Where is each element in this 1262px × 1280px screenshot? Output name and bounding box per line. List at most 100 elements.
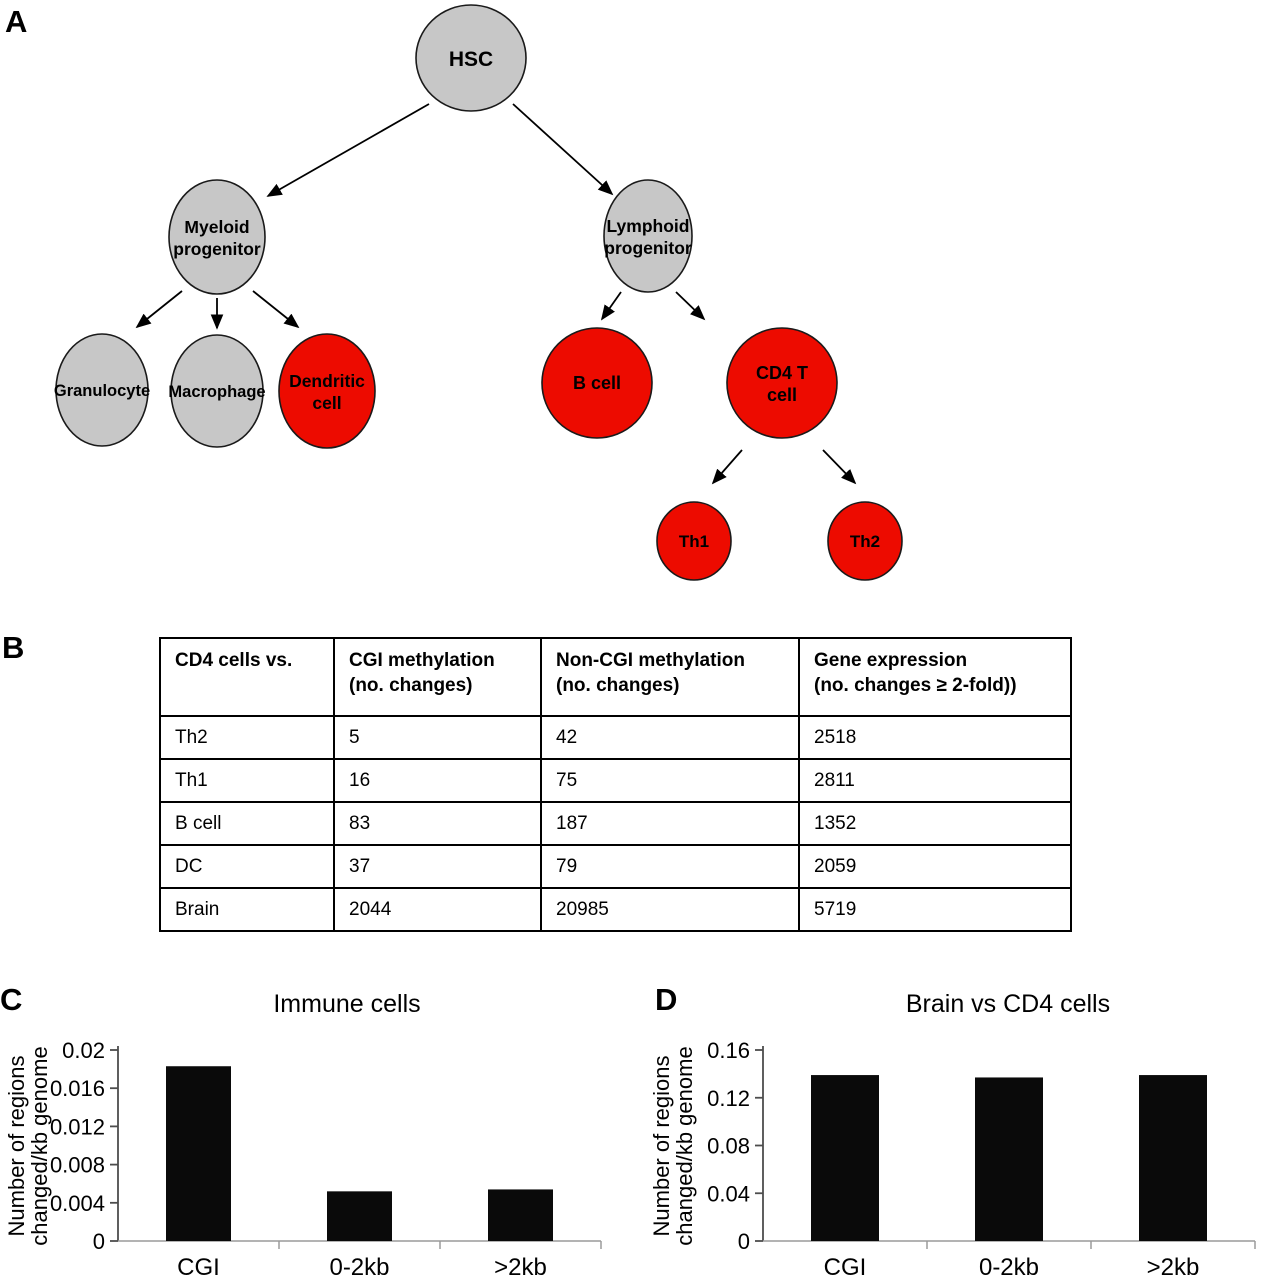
- table-cell: 2059: [798, 844, 1072, 889]
- x-tick-label: >2kb: [1147, 1254, 1200, 1280]
- row-label: B cell: [159, 801, 335, 846]
- panel-b-label: B: [2, 630, 25, 665]
- y-tick-label: 0.016: [50, 1076, 105, 1101]
- panel-d-label: D: [655, 982, 678, 1017]
- table-cell: 83: [333, 801, 542, 846]
- node-th2-label: Th2: [850, 532, 880, 551]
- node-lymphoid-label-line1: Lymphoid: [607, 216, 690, 236]
- node-dendritic-cell: Dendritic cell: [278, 333, 376, 449]
- column-header: Gene expression (no. changes ≥ 2-fold)): [798, 637, 1072, 717]
- table-row: Brain 2044 20985 5719: [159, 887, 1072, 932]
- node-th1: Th1: [656, 501, 732, 581]
- table-cell: 37: [333, 844, 542, 889]
- node-macrophage-label: Macrophage: [168, 383, 265, 401]
- table-cell: 16: [333, 758, 542, 803]
- y-tick-label: 0: [738, 1229, 750, 1254]
- table-row: B cell 83 187 1352: [159, 801, 1072, 846]
- node-th1-label: Th1: [679, 532, 709, 551]
- header-line: CGI methylation: [349, 650, 495, 671]
- node-lymphoid-progenitor: Lymphoid progenitor: [603, 179, 693, 293]
- row-label: Th2: [159, 715, 335, 760]
- table-cell: 2518: [798, 715, 1072, 760]
- table-cell: 5: [333, 715, 542, 760]
- arrow-cd4-th1: [711, 449, 743, 485]
- arrow-myeloid-granulocyte: [135, 290, 183, 329]
- table-cell: 5719: [798, 887, 1072, 932]
- column-header: Non-CGI methylation(no. changes): [540, 637, 800, 717]
- header-line: CD4 cells vs.: [175, 650, 293, 671]
- table-cell: 1352: [798, 801, 1072, 846]
- node-cd4-label-line1: CD4 T: [756, 363, 808, 383]
- arrow-hsc-myeloid: [266, 103, 430, 197]
- bar-0-2kb: [327, 1191, 392, 1241]
- y-tick-label: 0.08: [707, 1134, 750, 1159]
- table-header-row: CD4 cells vs. CGI methylation (no. change…: [159, 637, 1072, 717]
- table-cell: 187: [540, 801, 800, 846]
- x-tick-label: 0-2kb: [979, 1254, 1039, 1280]
- table-cell: 2811: [798, 758, 1072, 803]
- table-cell: 75: [540, 758, 800, 803]
- y-tick-label: 0.004: [50, 1191, 105, 1216]
- chart-title: Brain vs CD4 cells: [906, 990, 1110, 1018]
- header-line: Non-CGI methylation: [556, 650, 745, 671]
- x-tick-label: >2kb: [494, 1254, 547, 1280]
- panel-a-label: A: [5, 4, 28, 39]
- y-tick-label: 0.02: [62, 1038, 105, 1063]
- y-tick-label: 0.04: [707, 1181, 750, 1206]
- node-cd4-label-line2: cell: [767, 385, 797, 405]
- chart-y-axis-label: Number of regionschanged/kb genome: [4, 1046, 52, 1245]
- node-granulocyte: Granulocyte: [54, 333, 150, 447]
- lineage-diagram: HSC Myeloid progenitor Lymphoid progenit…: [54, 4, 903, 581]
- node-b-cell-label: B cell: [573, 373, 621, 393]
- x-tick-label: CGI: [177, 1254, 220, 1280]
- row-label: Brain: [159, 887, 335, 932]
- header-line: (no. changes): [349, 675, 473, 696]
- x-tick-label: 0-2kb: [329, 1254, 389, 1280]
- node-b-cell: B cell: [541, 327, 653, 439]
- x-tick-label: CGI: [824, 1254, 867, 1280]
- node-granulocyte-label: Granulocyte: [54, 382, 150, 400]
- header-line: (no. changes ≥ 2-fold)): [814, 675, 1017, 696]
- node-hsc: HSC: [415, 4, 527, 112]
- bar-0-2kb: [975, 1077, 1043, 1241]
- node-myeloid-progenitor: Myeloid progenitor: [168, 179, 266, 295]
- bar->2kb: [488, 1189, 553, 1241]
- table-cell: 2044: [333, 887, 542, 932]
- y-tick-label: 0.16: [707, 1038, 750, 1063]
- bar->2kb: [1139, 1075, 1207, 1241]
- arrow-myeloid-dendritic: [252, 290, 300, 329]
- node-dendritic-label-line1: Dendritic: [289, 371, 365, 391]
- node-macrophage: Macrophage: [168, 334, 266, 448]
- row-label: Th1: [159, 758, 335, 803]
- bar-CGI: [811, 1075, 879, 1241]
- chart-y-axis-label: Number of regionschanged/kb genome: [649, 1046, 697, 1245]
- table-row: Th1 16 75 2811: [159, 758, 1072, 803]
- node-myeloid-label-line1: Myeloid: [184, 217, 249, 237]
- y-tick-label: 0: [93, 1229, 105, 1254]
- column-header: CD4 cells vs.: [159, 637, 335, 717]
- header-line: Gene expression: [814, 650, 968, 671]
- node-th2: Th2: [827, 501, 903, 581]
- node-myeloid-label-line2: progenitor: [173, 239, 261, 259]
- arrow-lymphoid-bcell: [600, 291, 622, 321]
- column-header: CGI methylation (no. changes): [333, 637, 542, 717]
- table-cell: 20985: [540, 887, 800, 932]
- node-lymphoid-label-line2: progenitor: [604, 238, 692, 258]
- panel-c-label: C: [0, 982, 23, 1017]
- y-tick-label: 0.012: [50, 1114, 105, 1139]
- bar-CGI: [166, 1066, 231, 1241]
- comparison-table: CD4 cells vs. CGI methylation (no. change…: [159, 637, 1072, 932]
- y-tick-label: 0.12: [707, 1086, 750, 1111]
- chart-title: Immune cells: [273, 990, 420, 1018]
- arrow-cd4-th2: [822, 449, 857, 485]
- table-row: Th2 5 42 2518: [159, 715, 1072, 760]
- table-row: DC 37 79 2059: [159, 844, 1072, 889]
- row-label: DC: [159, 844, 335, 889]
- node-cd4-t-cell: CD4 T cell: [726, 327, 838, 439]
- arrow-lymphoid-cd4: [675, 291, 706, 321]
- table-cell: 79: [540, 844, 800, 889]
- node-hsc-label: HSC: [449, 48, 493, 71]
